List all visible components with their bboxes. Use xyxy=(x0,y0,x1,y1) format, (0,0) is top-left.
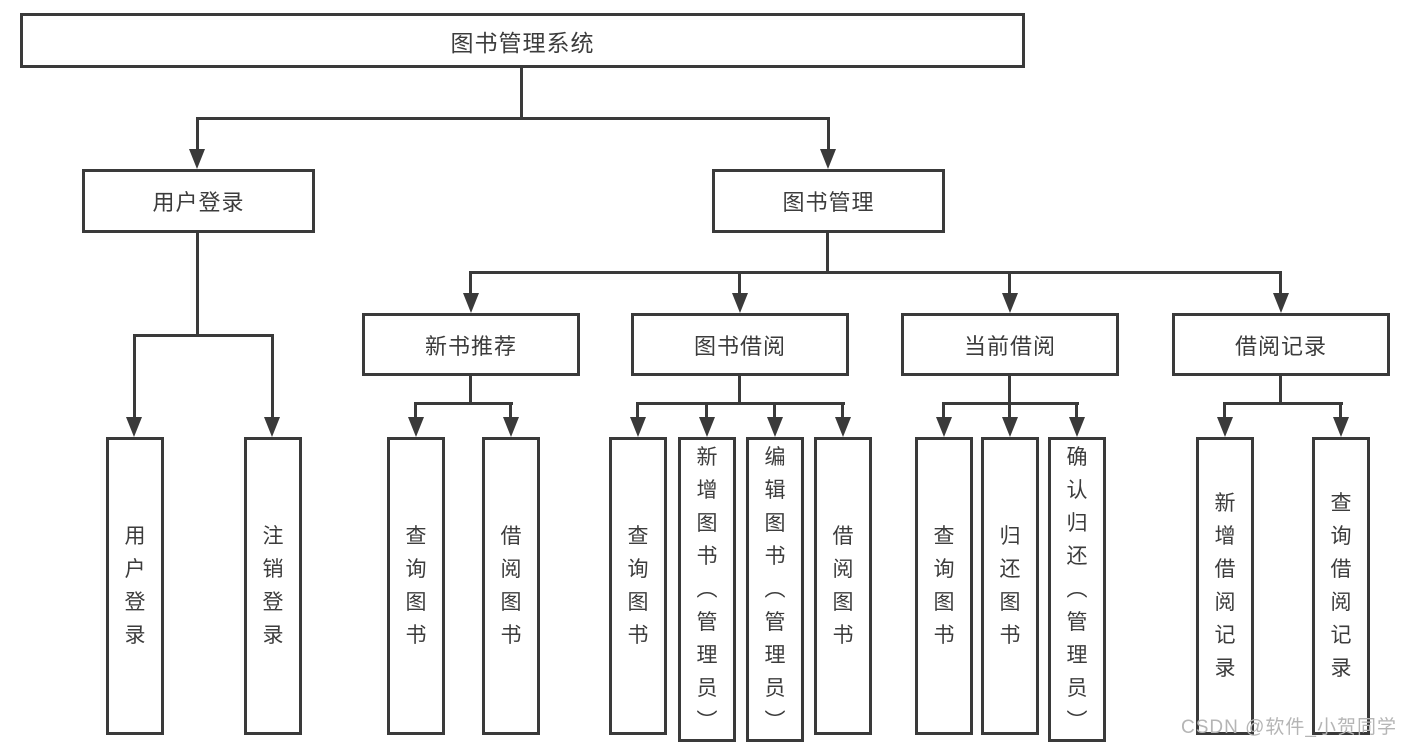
arrowhead-down-icon xyxy=(1002,293,1018,313)
connector-user-login-split xyxy=(133,334,274,337)
connector-root-stem xyxy=(520,66,523,119)
leaf-add-books-admin: 新 增 图 书 ︵ 管 理 员 ︶ xyxy=(678,437,736,742)
arrowhead-down-icon xyxy=(189,149,205,169)
connector-leaf-stem xyxy=(414,402,417,421)
arrowhead-down-icon xyxy=(503,417,519,437)
connector-borrowing-records-split xyxy=(1223,402,1343,405)
connector-leaf-stem xyxy=(942,402,945,421)
connector-new-book-stem xyxy=(469,374,472,405)
connector-leaf-stem xyxy=(773,402,776,421)
connector-book-borrowing-stem xyxy=(738,374,741,405)
arrowhead-down-icon xyxy=(767,417,783,437)
connector-borrowing-records-stem xyxy=(1279,374,1282,405)
arrowhead-down-icon xyxy=(1002,417,1018,437)
leaf-borrow-books-borrowing: 借 阅 图 书 xyxy=(814,437,872,735)
arrowhead-down-icon xyxy=(936,417,952,437)
arrowhead-down-icon xyxy=(126,417,142,437)
arrowhead-down-icon xyxy=(699,417,715,437)
arrowhead-down-icon xyxy=(463,293,479,313)
arrowhead-down-icon xyxy=(835,417,851,437)
leaf-return-books: 归 还 图 书 xyxy=(981,437,1039,735)
leaf-query-borrow-record: 查 询 借 阅 记 录 xyxy=(1312,437,1370,735)
connector-root-split xyxy=(196,117,830,120)
leaf-edit-books-admin: 编 辑 图 书 ︵ 管 理 员 ︶ xyxy=(746,437,804,742)
connector-to-leaf-logout xyxy=(271,334,274,420)
node-new-book-recommendation: 新书推荐 xyxy=(362,313,580,376)
leaf-borrow-books-recommend: 借 阅 图 书 xyxy=(482,437,540,735)
csdn-watermark: CSDN @软件_小贺同学 xyxy=(1181,717,1397,738)
connector-user-login-stem xyxy=(196,231,199,336)
connector-leaf-stem xyxy=(1075,402,1078,421)
connector-leaf-stem xyxy=(705,402,708,421)
connector-to-leaf-user-login xyxy=(133,334,136,420)
connector-book-borrowing-split xyxy=(636,402,845,405)
arrowhead-down-icon xyxy=(408,417,424,437)
connector-to-book-management xyxy=(827,117,830,152)
node-library-management-system: 图书管理系统 xyxy=(20,13,1025,68)
node-borrowing-records: 借阅记录 xyxy=(1172,313,1390,376)
leaf-user-login: 用 户 登 录 xyxy=(106,437,164,735)
node-book-borrowing: 图书借阅 xyxy=(631,313,849,376)
arrowhead-down-icon xyxy=(630,417,646,437)
arrowhead-down-icon xyxy=(1273,293,1289,313)
node-user-login: 用户登录 xyxy=(82,169,315,233)
node-book-management: 图书管理 xyxy=(712,169,945,233)
connector-leaf-stem xyxy=(841,402,844,421)
connector-book-management-split xyxy=(469,271,1282,274)
connector-to-current-borrowing xyxy=(1008,271,1011,296)
connector-leaf-stem xyxy=(636,402,639,421)
connector-leaf-stem xyxy=(1223,402,1226,421)
connector-new-book-split xyxy=(414,402,513,405)
connector-current-borrowing-stem xyxy=(1008,374,1011,405)
leaf-confirm-return-admin: 确 认 归 还 ︵ 管 理 员 ︶ xyxy=(1048,437,1106,742)
node-current-borrowing: 当前借阅 xyxy=(901,313,1119,376)
connector-to-borrowing-records xyxy=(1279,271,1282,296)
leaf-query-books-borrowing: 查 询 图 书 xyxy=(609,437,667,735)
arrowhead-down-icon xyxy=(1069,417,1085,437)
connector-leaf-stem xyxy=(1008,402,1011,421)
leaf-query-books-current: 查 询 图 书 xyxy=(915,437,973,735)
connector-leaf-stem xyxy=(1339,402,1342,421)
arrowhead-down-icon xyxy=(264,417,280,437)
connector-leaf-stem xyxy=(509,402,512,421)
connector-to-book-borrowing xyxy=(738,271,741,296)
arrowhead-down-icon xyxy=(1217,417,1233,437)
leaf-query-books-recommend: 查 询 图 书 xyxy=(387,437,445,735)
leaf-add-borrow-record: 新 增 借 阅 记 录 xyxy=(1196,437,1254,735)
connector-book-management-stem xyxy=(826,231,829,274)
leaf-logout: 注 销 登 录 xyxy=(244,437,302,735)
connector-to-user-login xyxy=(196,117,199,152)
arrowhead-down-icon xyxy=(820,149,836,169)
connector-to-new-book xyxy=(469,271,472,296)
arrowhead-down-icon xyxy=(1333,417,1349,437)
arrowhead-down-icon xyxy=(732,293,748,313)
